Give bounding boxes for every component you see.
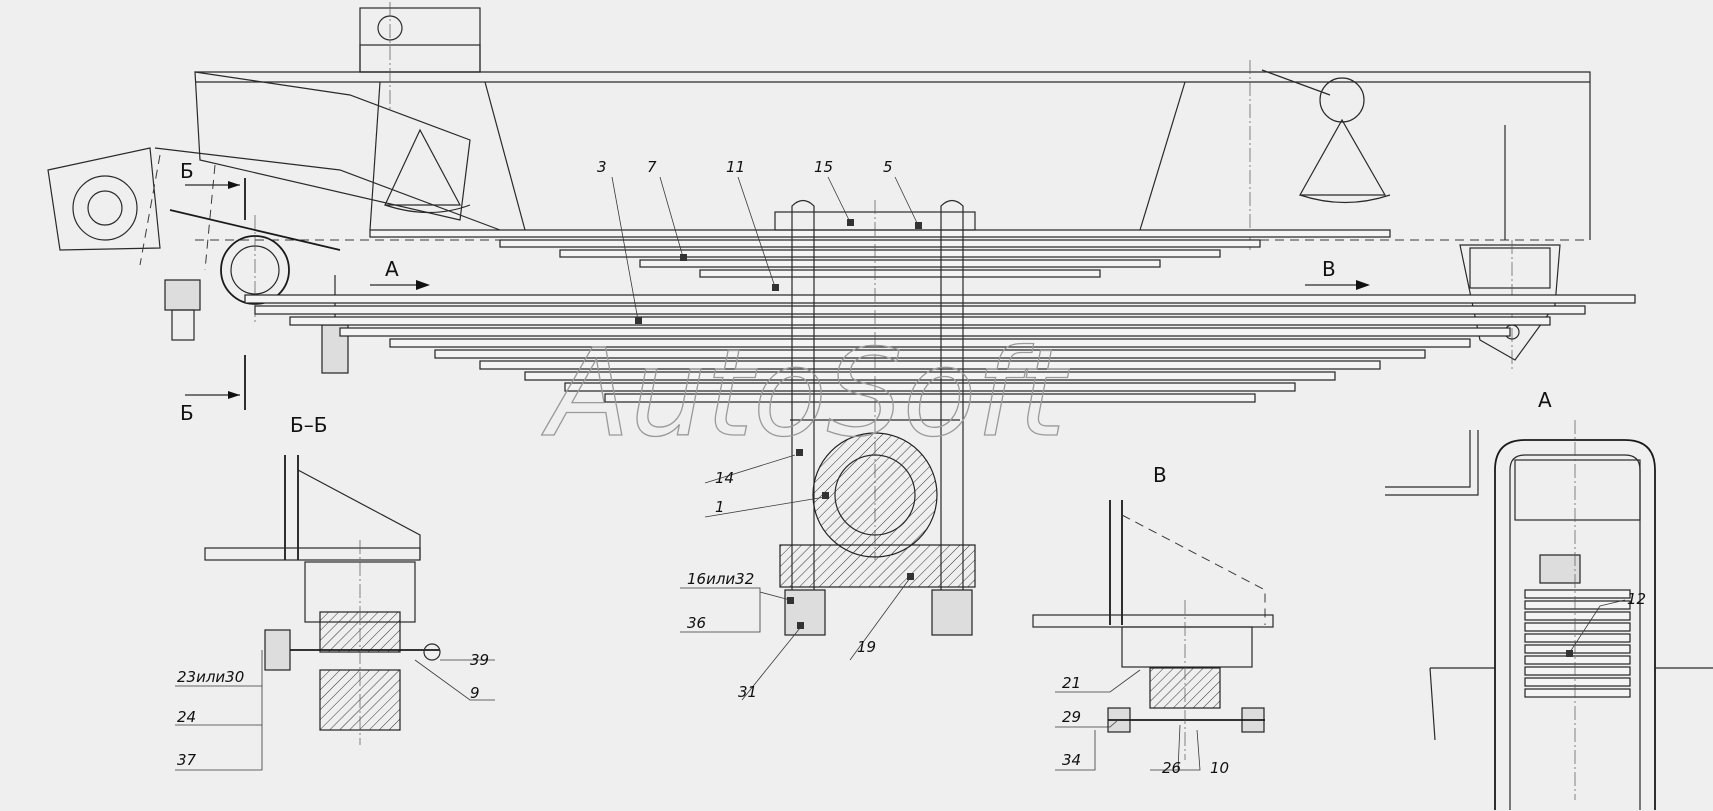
section-b-b-title: Б–Б — [290, 413, 327, 437]
rear-shackle-bracket — [1459, 240, 1561, 370]
section-mark-b-top: Б — [180, 159, 194, 183]
callout-15: 15 — [814, 158, 833, 176]
callout-7: 7 — [647, 158, 657, 176]
dial-gauge-rear — [1261, 69, 1391, 204]
view-a-title: А — [1538, 388, 1552, 412]
callout-39: 39 — [470, 651, 489, 669]
view-arrow-v — [1305, 280, 1370, 290]
callout-1: 1 — [715, 498, 725, 516]
view-arrow-a-label: А — [385, 257, 399, 281]
callout-16-or-32: 16или32 — [687, 570, 754, 588]
u-bolt-clamp — [774, 199, 976, 636]
callout-29: 29 — [1062, 708, 1081, 726]
callout-9: 9 — [470, 684, 480, 702]
callout-34: 34 — [1062, 751, 1081, 769]
callout-11: 11 — [726, 158, 745, 176]
callout-23-or-30: 23или30 — [177, 668, 244, 686]
leader-dots — [635, 219, 1573, 657]
view-arrow-a — [370, 280, 430, 290]
callout-31: 31 — [738, 683, 757, 701]
watermark-text: AutoSoft — [541, 325, 1069, 464]
callout-3: 3 — [597, 158, 607, 176]
callout-24: 24 — [177, 708, 196, 726]
view-a — [1385, 420, 1713, 810]
view-v-title: В — [1153, 463, 1167, 487]
view-v — [1032, 500, 1274, 760]
callout-26: 26 — [1162, 759, 1181, 777]
front-bracket — [47, 71, 501, 374]
view-a-leaf-stack — [1524, 589, 1631, 698]
section-cut-line — [185, 178, 246, 410]
dial-gauge-front — [384, 128, 471, 214]
leader-lines — [175, 176, 1626, 771]
callout-21: 21 — [1062, 674, 1081, 692]
leaf-spring-pack — [244, 229, 1636, 403]
callout-14: 14 — [715, 469, 734, 487]
callout-19: 19 — [857, 638, 876, 656]
callout-5: 5 — [883, 158, 893, 176]
callout-37: 37 — [177, 751, 197, 769]
callout-36: 36 — [687, 614, 706, 632]
callout-12: 12 — [1627, 590, 1646, 608]
callout-10: 10 — [1210, 759, 1229, 777]
view-arrow-v-label: В — [1322, 257, 1336, 281]
section-b-b-view — [204, 455, 441, 745]
section-mark-b-bottom: Б — [180, 401, 194, 425]
frame-rail — [195, 2, 1591, 250]
